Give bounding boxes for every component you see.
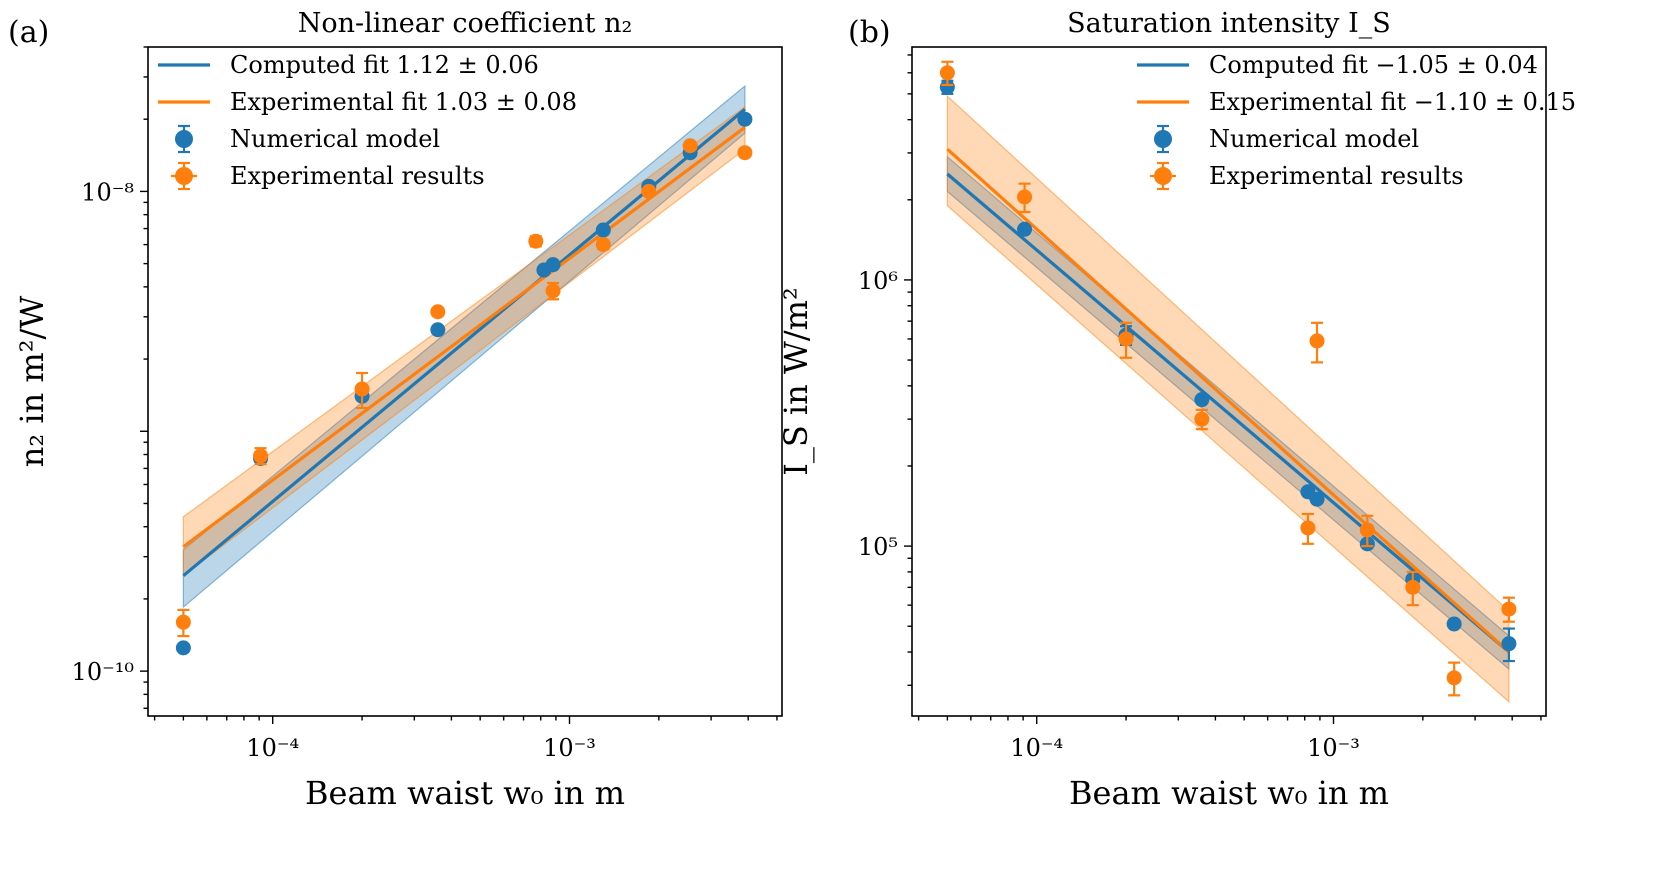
data-point — [1300, 520, 1316, 536]
data-point — [1309, 491, 1325, 507]
data-point — [1309, 333, 1325, 349]
data-point — [939, 79, 955, 95]
x-tick-label: 10⁻³ — [1307, 734, 1360, 762]
chart-title: Non-linear coefficient n₂ — [298, 8, 633, 39]
fit-line-experimental — [946, 147, 1510, 654]
data-point — [595, 222, 611, 238]
x-axis: 10⁻⁴ 10⁻³ — [153, 716, 778, 762]
data-point — [1017, 189, 1033, 205]
legend-item: Experimental results — [1150, 161, 1464, 191]
legend-label: Experimental fit 1.03 ± 0.08 — [230, 88, 577, 116]
series-experimental — [939, 60, 1517, 697]
plot-frame — [911, 46, 1547, 717]
data-point — [737, 145, 753, 161]
panel-a: (a) Non-linear coefficient n₂ 10⁻⁴ 10⁻³ 10⁻¹… — [8, 8, 783, 812]
data-point — [939, 65, 955, 81]
data-point — [1359, 522, 1375, 538]
data-point — [1501, 636, 1517, 652]
fit-line-experimental — [182, 126, 746, 549]
data-point — [1194, 411, 1210, 427]
data-point — [354, 381, 370, 397]
data-point — [175, 614, 191, 630]
legend-item: Computed fit −1.05 ± 0.04 — [1137, 51, 1538, 79]
legend-label: Computed fit 1.12 ± 0.06 — [230, 51, 539, 79]
data-point — [175, 640, 191, 656]
legend-marker — [1154, 130, 1172, 148]
data-point — [545, 283, 561, 299]
legend-marker — [1154, 167, 1172, 185]
legend-label: Experimental fit −1.10 ± 0.15 — [1209, 88, 1576, 116]
data-point — [1446, 616, 1462, 632]
x-axis: 10⁻⁴ 10⁻³ — [917, 716, 1542, 762]
legend-marker — [175, 130, 193, 148]
x-axis-label: Beam waist w₀ in m — [1069, 774, 1389, 812]
data-point — [1194, 392, 1210, 408]
legend-item: Experimental fit −1.10 ± 0.15 — [1137, 88, 1576, 116]
panel-label: (b) — [848, 15, 891, 50]
x-tick-label: 10⁻⁴ — [1010, 734, 1063, 762]
data-point — [253, 448, 269, 464]
fit-line-computed — [946, 172, 1510, 654]
data-point — [682, 138, 698, 154]
plot-frame — [147, 46, 783, 717]
legend-item: Numerical model — [175, 124, 440, 154]
x-tick-label: 10⁻⁴ — [246, 734, 299, 762]
y-tick-label: 10⁶ — [858, 267, 898, 295]
data-point — [1405, 579, 1421, 595]
data-point — [430, 304, 446, 320]
data-point — [1118, 331, 1134, 347]
legend-item: Experimental fit 1.03 ± 0.08 — [158, 88, 577, 116]
legend-label: Experimental results — [230, 162, 485, 190]
panel-label: (a) — [8, 15, 49, 50]
legend-item: Experimental results — [171, 161, 485, 191]
x-tick-label: 10⁻³ — [543, 734, 596, 762]
y-axis: 10⁻¹⁰ 10⁻⁸ — [72, 46, 148, 709]
legend-label: Numerical model — [230, 125, 440, 153]
legend-label: Numerical model — [1209, 125, 1419, 153]
y-axis: 10⁵ 10⁶ — [858, 54, 912, 686]
data-point — [545, 257, 561, 273]
legend-item: Computed fit 1.12 ± 0.06 — [158, 51, 539, 79]
data-point — [737, 111, 753, 127]
legend-marker — [175, 167, 193, 185]
chart-title: Saturation intensity I_S — [1067, 8, 1391, 39]
series-experimental — [175, 138, 753, 638]
data-point — [1446, 670, 1462, 686]
y-tick-label: 10⁵ — [858, 533, 898, 561]
legend-item: Numerical model — [1154, 124, 1419, 154]
data-point — [1501, 601, 1517, 617]
data-point — [595, 237, 611, 253]
data-point — [641, 183, 657, 199]
data-point — [430, 322, 446, 338]
legend-label: Computed fit −1.05 ± 0.04 — [1209, 51, 1538, 79]
data-point — [528, 233, 544, 249]
x-axis-label: Beam waist w₀ in m — [305, 774, 625, 812]
y-tick-label: 10⁻⁸ — [81, 178, 134, 206]
legend-label: Experimental results — [1209, 162, 1464, 190]
y-axis-label: n₂ in m²/W — [13, 296, 51, 468]
y-axis-label: I_S in W/m² — [777, 287, 815, 476]
y-tick-label: 10⁻¹⁰ — [72, 658, 134, 686]
data-point — [1017, 221, 1033, 237]
